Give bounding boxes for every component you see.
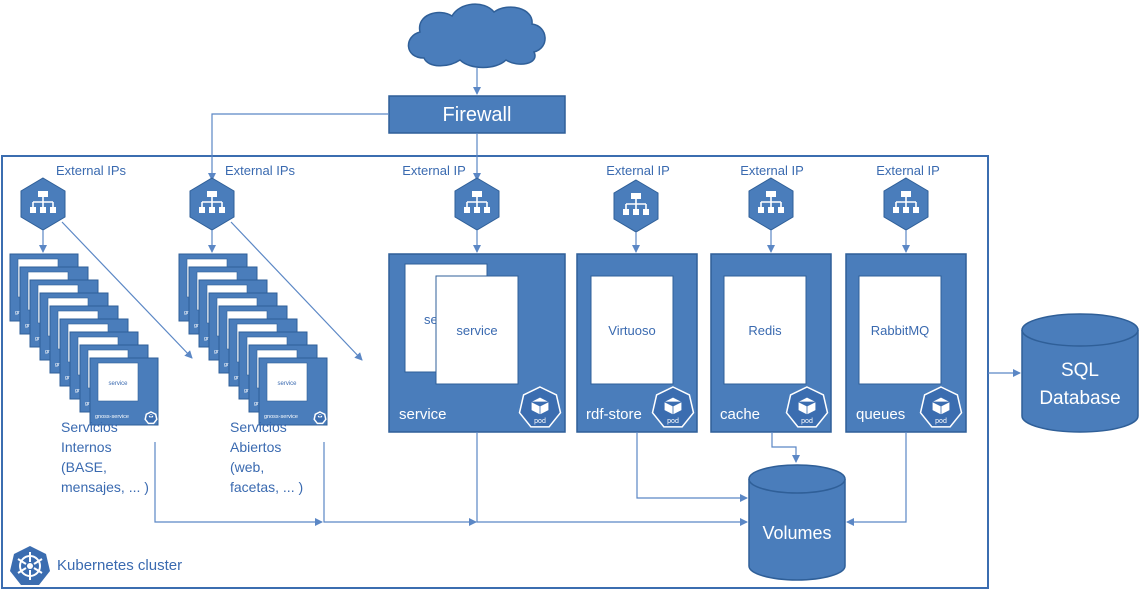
pod-badges: pod pod pod pod <box>518 386 963 428</box>
sql-label-line: SQL <box>1061 360 1099 381</box>
volumes-cylinder: Volumes <box>748 464 846 581</box>
internal-caption-line: mensajes, ... ) <box>61 479 149 495</box>
pod-icon <box>144 411 158 425</box>
load-balancer-icon <box>189 177 235 231</box>
volume-connectors <box>154 369 1021 526</box>
open-caption-line: facetas, ... ) <box>230 479 303 495</box>
rdf-store-pod-label: rdf-store <box>586 406 642 423</box>
open-services-stack: gnoss-servicegnoss-servicegnoss-serviceg… <box>178 253 328 426</box>
stacked-pod-card: gnoss-service service <box>258 357 328 426</box>
rabbitmq-label: RabbitMQ <box>871 323 930 338</box>
kubernetes-icon <box>10 546 50 585</box>
sql-database-cylinder: SQL Database <box>1021 313 1139 433</box>
pod-icon: pod <box>651 386 695 428</box>
pod-badge-label: pod <box>801 418 813 425</box>
external-ip-label-queues: External IP <box>876 163 940 178</box>
kubernetes-cluster-label: Kubernetes cluster <box>57 557 182 574</box>
stacked-pod-card: gnoss-service service <box>89 357 159 426</box>
queues-pod-label: queues <box>856 406 905 423</box>
pod-icon: pod <box>919 386 963 428</box>
gnoss-service-label: gnoss-service <box>264 414 298 420</box>
sql-label-line: Database <box>1039 388 1120 409</box>
firewall-box <box>388 95 566 134</box>
pod-badge-label: pod <box>935 418 947 425</box>
pod-icon <box>313 411 327 425</box>
stacked-inner-label: service <box>277 381 297 387</box>
virtuoso-label: Virtuoso <box>608 323 655 338</box>
ingress-connectors <box>208 68 481 181</box>
volumes-label: Volumes <box>762 523 831 543</box>
internal-caption-line: Servicios <box>61 419 118 435</box>
cache-pod-label: cache <box>720 406 760 423</box>
pod-badge-label: pod <box>534 418 546 425</box>
internal-services-stack: gnoss-servicegnoss-servicegnoss-serviceg… <box>9 253 159 426</box>
pod-icon: pod <box>785 386 829 428</box>
service-pod-label: service <box>399 406 447 423</box>
cache-pod: Redis cache <box>710 253 832 433</box>
external-ip-label-service: External IP <box>402 163 466 178</box>
cloud-icon <box>407 3 546 69</box>
open-caption-line: Servicios <box>230 419 287 435</box>
external-ip-label-internal: External IPs <box>56 163 127 178</box>
lb-to-pod-connectors <box>39 221 910 361</box>
external-ip-label-cache: External IP <box>740 163 804 178</box>
gnoss-service-label: gnoss-service <box>95 414 129 420</box>
open-caption-line: Abiertos <box>230 439 281 455</box>
pod-icon: pod <box>518 386 562 428</box>
open-caption-line: (web, <box>230 459 264 475</box>
firewall-label: Firewall <box>443 104 512 126</box>
internal-caption-line: (BASE, <box>61 459 107 475</box>
internal-caption-line: Internos <box>61 439 112 455</box>
external-ip-label-open: External IPs <box>225 163 296 178</box>
service-inner-label: service <box>456 323 497 338</box>
redis-label: Redis <box>748 323 782 338</box>
pod-badge-label: pod <box>667 418 679 425</box>
stacked-inner-label: service <box>108 381 128 387</box>
service-pod: service service service <box>388 253 566 433</box>
external-ip-label-rdf: External IP <box>606 163 670 178</box>
